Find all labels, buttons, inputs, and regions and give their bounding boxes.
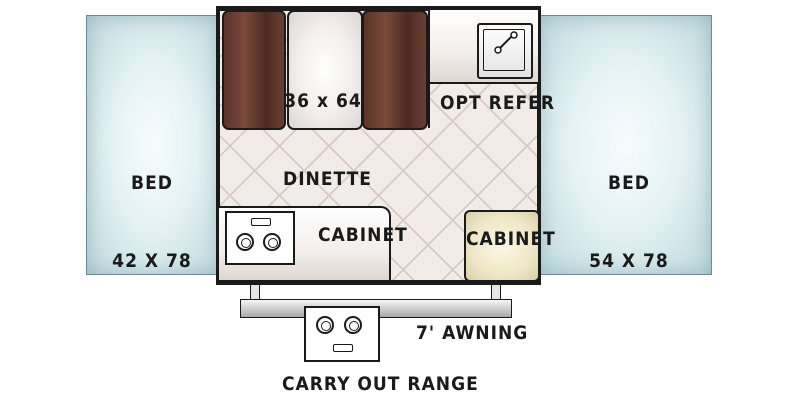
faucet-icon [494, 31, 518, 54]
stove-knobs [251, 218, 271, 226]
burner-icon [316, 316, 334, 334]
refrigerator-label: OPT REFER [440, 92, 556, 114]
dinette-table [287, 10, 363, 130]
front-wall [216, 6, 541, 11]
sink-basin [483, 29, 525, 71]
left-bed [86, 15, 221, 275]
left-bed-label: BED 42 X 78 [112, 118, 192, 300]
right-wall [537, 6, 541, 285]
awning-label: 7' AWNING [416, 322, 529, 344]
left-wall [216, 6, 220, 285]
left-bed-name: BED [131, 172, 173, 194]
dinette-seat-right [362, 10, 428, 130]
rear-wall [216, 280, 541, 285]
carry-out-range [304, 306, 380, 362]
refrigerator-area [428, 84, 538, 128]
stove-cooktop [225, 211, 295, 265]
sink [477, 23, 533, 79]
cabinet-right [464, 210, 540, 282]
burner-icon [236, 233, 254, 251]
range-knobs [333, 344, 353, 352]
right-bed [538, 15, 712, 275]
right-bed-label: BED 54 X 78 [584, 118, 674, 300]
range-label: CARRY OUT RANGE [282, 373, 479, 395]
dinette-size: 36 x 64 [284, 90, 362, 112]
burner-icon [344, 316, 362, 334]
dinette-seat-left [222, 10, 286, 130]
left-bed-size: 42 X 78 [112, 250, 192, 272]
dinette-label: 36 x 64 DINETTE [283, 36, 372, 218]
dinette-name: DINETTE [283, 168, 372, 190]
cabinet-left-label: CABINET [318, 224, 408, 246]
right-bed-size: 54 X 78 [589, 250, 669, 272]
burner-icon [263, 233, 281, 251]
cabinet-right-label: CABINET [466, 228, 556, 250]
right-bed-name: BED [608, 172, 650, 194]
